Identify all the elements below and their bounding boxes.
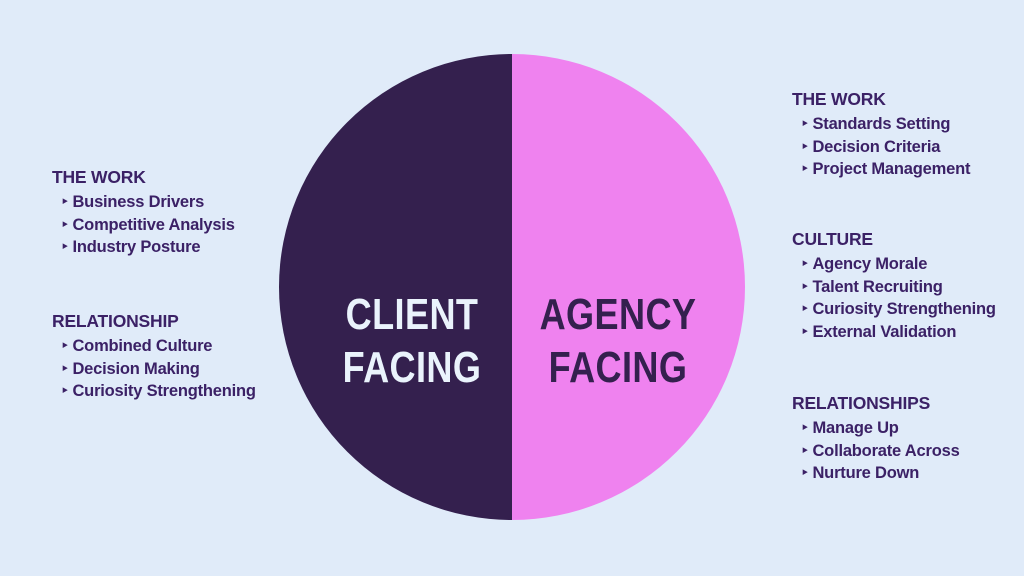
list-item-label: Nurture Down [812, 464, 920, 482]
list-item-label: External Validation [812, 322, 957, 341]
triangle-bullet-icon: ‣ [61, 239, 69, 254]
list-item-label: Industry Posture [72, 238, 201, 256]
list-item: ‣ Combined Culture [52, 335, 256, 358]
list-item: ‣ Competitive Analysis [52, 214, 235, 237]
list-item: ‣ Industry Posture [52, 236, 235, 259]
client-facing-label: CLIENT FACING [330, 288, 494, 394]
triangle-bullet-icon: ‣ [801, 465, 809, 480]
list-item: ‣ Talent Recruiting [792, 276, 996, 299]
client-the-work-section: THE WORK ‣ Business Drivers ‣ Competitiv… [52, 166, 235, 259]
triangle-bullet-icon: ‣ [61, 360, 69, 376]
list-item: ‣ Nurture Down [792, 462, 960, 485]
agency-the-work-section: THE WORK ‣ Standards Setting ‣ Decision … [792, 88, 970, 181]
triangle-bullet-icon: ‣ [801, 323, 809, 339]
list-item-label: Competitive Analysis [72, 215, 235, 234]
triangle-bullet-icon: ‣ [61, 216, 69, 232]
list-item-label: Project Management [812, 160, 971, 178]
agency-relationships-section: RELATIONSHIPS ‣ Manage Up ‣ Collaborate … [792, 392, 960, 485]
list-item: ‣ Curiosity Strengthening [792, 298, 996, 321]
triangle-bullet-icon: ‣ [61, 383, 69, 398]
triangle-bullet-icon: ‣ [801, 138, 809, 154]
triangle-bullet-icon: ‣ [61, 194, 69, 209]
list-item-label: Agency Morale [812, 255, 928, 273]
list-item: ‣ Decision Criteria [792, 136, 970, 159]
triangle-bullet-icon: ‣ [801, 442, 809, 458]
agency-facing-line2: FACING [548, 343, 688, 392]
list-item-label: Collaborate Across [812, 441, 960, 460]
list-item: ‣ Collaborate Across [792, 440, 960, 463]
agency-facing-label: AGENCY FACING [536, 288, 700, 394]
agency-facing-line1: AGENCY [539, 290, 697, 339]
list-item: ‣ Manage Up [792, 417, 960, 440]
agency-culture-section: CULTURE ‣ Agency Morale ‣ Talent Recruit… [792, 228, 996, 343]
section-title: THE WORK [52, 167, 146, 187]
section-title: RELATIONSHIP [52, 311, 179, 331]
triangle-bullet-icon: ‣ [801, 256, 809, 271]
list-item-label: Decision Making [72, 359, 200, 378]
triangle-bullet-icon: ‣ [801, 301, 809, 316]
list-item-label: Business Drivers [72, 193, 205, 211]
triangle-bullet-icon: ‣ [801, 420, 809, 435]
list-item-label: Curiosity Strengthening [812, 300, 996, 318]
client-facing-line2: FACING [342, 343, 482, 392]
list-item-label: Standards Setting [812, 115, 951, 133]
list-item-label: Curiosity Strengthening [72, 382, 256, 400]
list-item: ‣ Curiosity Strengthening [52, 380, 256, 403]
list-item: ‣ Decision Making [52, 358, 256, 381]
list-item: ‣ External Validation [792, 321, 996, 344]
section-title: THE WORK [792, 89, 886, 109]
triangle-bullet-icon: ‣ [61, 338, 69, 353]
triangle-bullet-icon: ‣ [801, 161, 809, 176]
list-item-label: Decision Criteria [812, 137, 941, 156]
list-item: ‣ Project Management [792, 158, 970, 181]
triangle-bullet-icon: ‣ [801, 116, 809, 131]
list-item-label: Manage Up [812, 419, 899, 437]
list-item-label: Combined Culture [72, 337, 213, 355]
client-facing-line1: CLIENT [345, 290, 479, 339]
client-relationship-section: RELATIONSHIP ‣ Combined Culture ‣ Decisi… [52, 310, 256, 403]
list-item-label: Talent Recruiting [812, 277, 943, 296]
list-item: ‣ Business Drivers [52, 191, 235, 214]
triangle-bullet-icon: ‣ [801, 278, 809, 294]
section-title: RELATIONSHIPS [792, 393, 931, 413]
split-circle: CLIENT FACING AGENCY FACING [279, 54, 745, 520]
list-item: ‣ Standards Setting [792, 113, 970, 136]
section-title: CULTURE [792, 229, 873, 249]
list-item: ‣ Agency Morale [792, 253, 996, 276]
